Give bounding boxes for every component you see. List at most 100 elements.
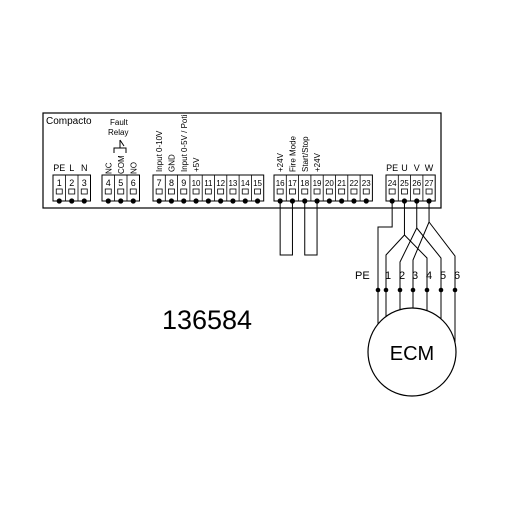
terminal-screw: [105, 198, 111, 204]
terminal-header-2: L: [69, 163, 74, 173]
terminal-screw: [401, 198, 408, 204]
terminal-screw-slot: [192, 188, 200, 195]
terminal-screw: [289, 198, 296, 204]
terminal-number-27: 27: [425, 179, 434, 188]
terminal-number-21: 21: [337, 179, 346, 188]
terminal-number-24: 24: [388, 179, 397, 188]
terminal-screw-slot: [388, 188, 396, 195]
terminal-header-26: V: [414, 163, 420, 173]
terminal-number-20: 20: [325, 179, 334, 188]
terminal-screw: [130, 198, 136, 204]
terminal-screw: [363, 198, 369, 204]
terminal-screw-slot: [55, 188, 63, 195]
terminal-number-6: 6: [131, 178, 136, 188]
wire-v-5: [416, 227, 442, 290]
motor-terminal-label-3: 3: [412, 270, 418, 282]
terminal-screw: [218, 198, 224, 204]
terminal-number-7: 7: [157, 178, 162, 188]
terminal-screw: [118, 198, 124, 204]
terminal-screw: [414, 198, 420, 204]
fault-relay-label-1: Fault: [110, 118, 129, 127]
ecm-motor: [367, 307, 457, 397]
terminal-header-4: NC: [104, 162, 113, 174]
terminal-screw: [242, 198, 248, 204]
terminal-screw-slot: [425, 188, 433, 195]
controller-name: Compacto: [46, 116, 92, 127]
terminal-number-22: 22: [349, 179, 358, 188]
fault-relay-label-2: Relay: [108, 128, 128, 137]
terminal-number-19: 19: [313, 179, 322, 188]
terminal-header-6: NO: [129, 162, 138, 174]
terminal-screw: [326, 198, 332, 204]
terminal-screw: [314, 198, 320, 204]
terminal-block-relay: [101, 174, 140, 202]
terminal-header-24: PE: [386, 163, 398, 173]
terminal-screw: [168, 198, 175, 204]
terminal-screw-slot: [68, 188, 76, 195]
terminal-header-18: Start/Stop: [301, 136, 310, 172]
terminal-screw-slot: [338, 188, 346, 195]
terminal-screw: [277, 198, 283, 204]
terminal-screw-slot: [241, 188, 249, 195]
terminal-screw-slot: [204, 188, 212, 195]
terminal-screw: [230, 198, 236, 204]
part-number: 136584: [162, 305, 252, 335]
terminal-screw-slot: [313, 188, 321, 195]
wire-w-6: [428, 221, 456, 290]
terminal-screw-slot: [117, 188, 125, 195]
terminal-screw: [351, 198, 357, 204]
terminal-number-1: 1: [57, 178, 62, 188]
terminal-header-7: Input 0-10V: [155, 130, 164, 172]
terminal-screw: [193, 198, 199, 204]
motor-terminal-pe-label: PE: [355, 270, 370, 282]
terminal-screw-slot: [276, 188, 284, 195]
terminal-number-15: 15: [253, 179, 262, 188]
wire-u-1: [385, 203, 405, 290]
terminal-screw-slot: [301, 188, 309, 195]
terminal-screw: [254, 198, 261, 204]
terminal-header-25: U: [401, 163, 408, 173]
terminal-screw-slot: [401, 188, 408, 195]
terminal-header-5: COM: [117, 155, 126, 174]
terminal-screw: [81, 198, 87, 204]
terminal-number-9: 9: [181, 178, 186, 188]
motor-terminal-label-4: 4: [426, 270, 432, 282]
terminal-screw-slot: [168, 188, 175, 195]
terminal-number-17: 17: [288, 179, 297, 188]
terminal-number-11: 11: [204, 179, 213, 188]
terminal-header-27: W: [425, 163, 434, 173]
terminal-header-17: Fire Mode: [288, 135, 297, 172]
terminal-screw: [426, 198, 432, 204]
terminal-screw: [156, 198, 162, 204]
terminal-header-19: +24V: [313, 152, 322, 172]
terminal-number-12: 12: [216, 179, 225, 188]
wire-pe: [377, 203, 393, 290]
terminal-header-16: +24V: [276, 152, 285, 172]
terminal-screw-slot: [180, 188, 188, 195]
terminal-number-2: 2: [69, 178, 74, 188]
terminal-number-8: 8: [169, 178, 174, 188]
terminal-screw-slot: [229, 188, 237, 195]
terminal-screw: [205, 198, 211, 204]
terminal-screw-slot: [80, 188, 88, 195]
wire-u-4: [404, 234, 428, 290]
terminal-screw: [181, 198, 187, 204]
terminal-screw: [389, 198, 395, 204]
motor-terminal-label-2: 2: [399, 270, 405, 282]
terminal-number-16: 16: [276, 179, 285, 188]
wire-v-2: [399, 203, 418, 290]
terminal-header-9: Input 0-5V / Poti: [180, 114, 189, 172]
jumper-16-17: [279, 203, 293, 256]
terminal-number-5: 5: [118, 178, 123, 188]
terminal-screw-slot: [325, 188, 333, 195]
terminal-number-26: 26: [412, 179, 421, 188]
terminal-screw-slot: [362, 188, 370, 195]
terminal-screw-slot: [413, 188, 421, 195]
wire-w-3: [412, 203, 430, 290]
terminal-screw: [302, 198, 308, 204]
